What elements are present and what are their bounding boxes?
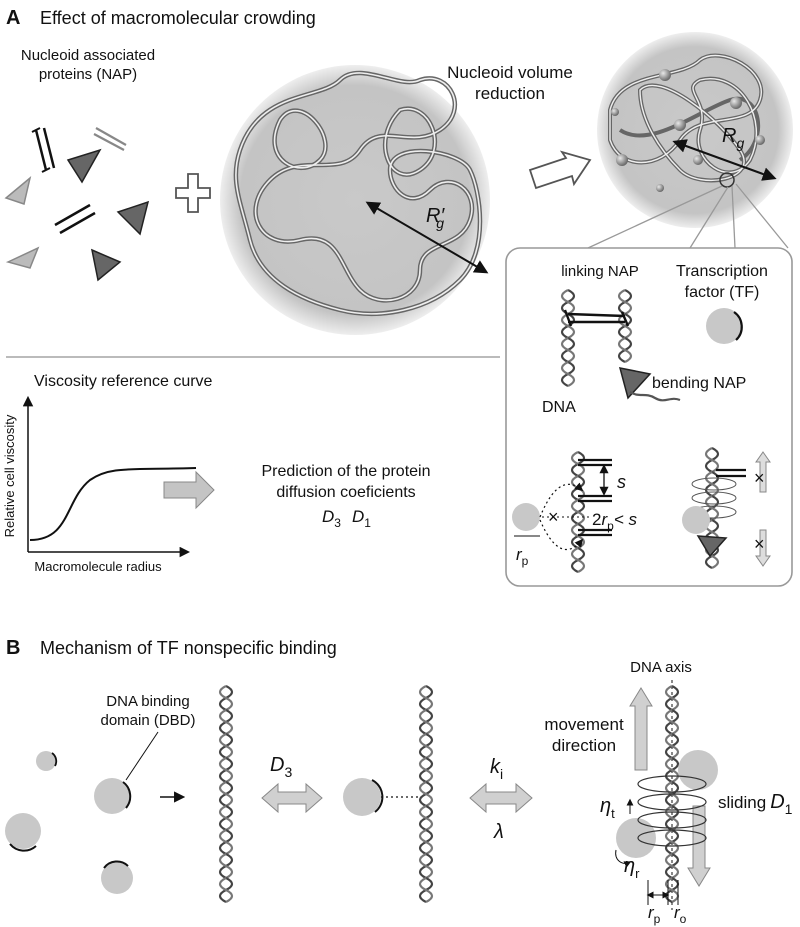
dbd-label-line2: domain (DBD) <box>100 712 195 729</box>
panel-b-title: Mechanism of TF nonspecific binding <box>40 638 337 658</box>
tf-near-dna <box>343 778 381 816</box>
eta-r-label: ηr <box>624 855 640 881</box>
dna-strand-b1 <box>218 684 234 904</box>
rg-symbol: Rg <box>722 125 744 151</box>
nap-linker-2 <box>93 127 127 151</box>
dbd-label-line1: DNA binding <box>106 693 189 710</box>
ro-label-b: ro <box>674 903 687 926</box>
tf-path-down <box>539 519 584 550</box>
sieve-linkers <box>578 458 612 537</box>
spacing-s-label: s <box>617 472 626 492</box>
rg-prime-arrow <box>365 201 489 274</box>
tf-protein-sieve <box>512 503 540 531</box>
bent-dna-tail <box>629 391 681 402</box>
rp-label-sieve: rp <box>516 545 529 568</box>
zoom-lines <box>587 183 789 249</box>
dbd-pointer <box>125 731 159 781</box>
prediction-line2: diffusion coeficients <box>276 484 415 501</box>
bending-nap-triangle <box>618 367 652 400</box>
tf-protein <box>706 308 742 344</box>
movement-label-line1: movement <box>544 715 624 734</box>
d3-rate-label: D3 <box>270 754 292 780</box>
blocked-cross: × <box>548 507 559 527</box>
dna-label: DNA <box>542 399 576 416</box>
tf-path-up <box>539 482 584 518</box>
blocked-down-arrow <box>755 529 771 567</box>
prediction-line1: Prediction of the protein <box>262 463 431 480</box>
d3-exchange-arrow <box>261 782 323 814</box>
bending-nap-triangle-3 <box>90 248 122 282</box>
volume-reduction-line1: Nucleoid volume <box>447 63 573 82</box>
prediction-d1: D1 <box>352 507 371 530</box>
viscosity-y-label: Relative cell viscosity <box>2 414 17 537</box>
nap-linker-3 <box>54 203 96 235</box>
nucleoid-expanded <box>220 65 490 335</box>
bending-nap-label: bending NAP <box>652 375 746 392</box>
panel-a-letter: A <box>6 7 20 29</box>
reduction-arrow <box>528 150 592 190</box>
movement-up-arrow <box>629 687 653 771</box>
rp-label-b: rp <box>648 903 661 926</box>
prediction-d3: D3 <box>322 507 341 530</box>
viscosity-curve-title: Viscosity reference curve <box>34 373 213 390</box>
tf-protein-sliding <box>682 506 710 534</box>
tf-sliding-upper <box>678 750 718 790</box>
panel-b-letter: B <box>6 637 20 659</box>
eta-t-label: ηt <box>600 795 615 821</box>
prediction-arrow <box>163 470 215 510</box>
size-condition-label: 2rp< s <box>592 510 637 533</box>
free-tf-proteins <box>5 751 133 894</box>
movement-down-arrow <box>687 805 711 887</box>
blocked-up-arrow <box>755 451 771 493</box>
ki-exchange-arrow <box>469 782 533 814</box>
dna-coil-expanded-inner <box>235 72 481 315</box>
blocked-up-cross: × <box>754 468 765 488</box>
rg-arrow <box>672 139 777 181</box>
viscosity-curve <box>29 467 197 541</box>
nap-triangle-light-1 <box>4 175 32 205</box>
volume-reduction-line2: reduction <box>475 84 545 103</box>
eta-r-arrow <box>615 849 632 868</box>
nap-triangle-light-2 <box>5 246 40 269</box>
linking-nap-label: linking NAP <box>561 263 639 280</box>
viscosity-x-label: Macromolecule radius <box>34 559 162 574</box>
ki-rate-label: ki <box>490 756 503 782</box>
bending-nap-sliding <box>696 535 728 558</box>
movement-label-line2: direction <box>552 736 616 755</box>
sliding-spiral <box>637 775 707 847</box>
tf-dbd-mark <box>733 311 743 341</box>
tf-sliding-lower <box>616 818 656 858</box>
dna-strand-b2 <box>418 684 434 904</box>
nap-label-line1: Nucleoid associated <box>21 47 155 64</box>
nap-label-line2: proteins (NAP) <box>39 66 137 83</box>
linking-nap-bridge <box>563 309 630 327</box>
lambda-rate-label: λ <box>493 821 504 843</box>
blocked-down-cross: × <box>754 534 765 554</box>
bending-nap-triangle-2 <box>116 200 150 236</box>
panel-a-title: Effect of macromolecular crowding <box>40 8 316 28</box>
tf-label-line1: Transcription <box>676 263 768 280</box>
rg-prime-symbol: R′g <box>426 205 445 231</box>
bending-nap-triangle-1 <box>66 148 102 184</box>
nap-linker-1 <box>31 127 56 173</box>
tf-label-line2: factor (TF) <box>685 284 760 301</box>
dna-axis-label: DNA axis <box>630 659 692 676</box>
plus-icon <box>175 173 211 213</box>
tf-near-dna-dbd <box>371 779 384 813</box>
